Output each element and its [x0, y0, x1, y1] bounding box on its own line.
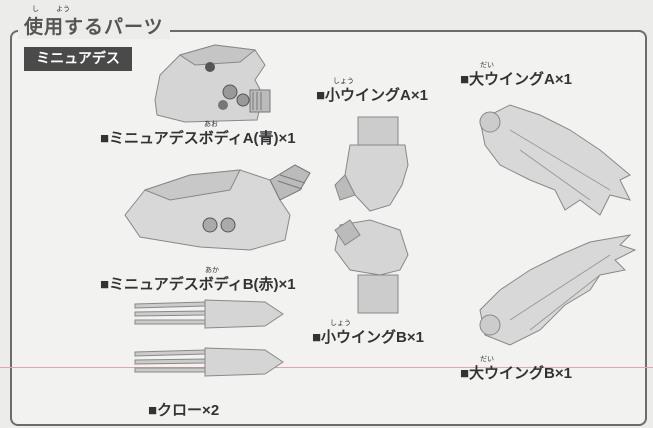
- claw-illustration-2: [134, 347, 284, 377]
- large-wing-a-ruby: だい: [480, 61, 494, 69]
- body-a-ruby: あお: [204, 120, 218, 128]
- title-ruby-shi: し: [32, 5, 39, 13]
- body-b-ruby: あか: [205, 266, 219, 274]
- body-b-illustration: [124, 164, 311, 251]
- label-body-a: ■ミニュアデスボディA(青)×1: [100, 130, 296, 147]
- claw-illustration-1: [134, 299, 284, 329]
- label-small-wing-a: ■小ウイングA×1: [316, 87, 428, 104]
- title-ruby-you: よう: [56, 5, 70, 13]
- small-wing-a-illustration: [334, 116, 409, 212]
- small-wing-a-ruby: しょう: [333, 77, 354, 85]
- label-small-wing-b: ■小ウイングB×1: [312, 329, 424, 346]
- scan-line: [0, 367, 653, 368]
- label-large-wing-b: ■大ウイングB×1: [460, 365, 572, 382]
- large-wing-b-illustration: [479, 234, 637, 346]
- label-large-wing-a: ■大ウイングA×1: [460, 71, 572, 88]
- page-title: 使用するパーツ: [18, 12, 170, 39]
- small-wing-b-illustration: [334, 219, 409, 314]
- label-body-b: ■ミニュアデスボディB(赤)×1: [100, 276, 296, 293]
- large-wing-b-ruby: だい: [480, 355, 494, 363]
- small-wing-b-ruby: しょう: [330, 319, 351, 327]
- section-tab: ミニュアデス: [24, 47, 132, 71]
- body-a-illustration: [154, 44, 271, 123]
- large-wing-a-illustration: [479, 104, 631, 216]
- label-claw: ■クロー×2: [148, 402, 220, 419]
- parts-frame: [10, 30, 647, 426]
